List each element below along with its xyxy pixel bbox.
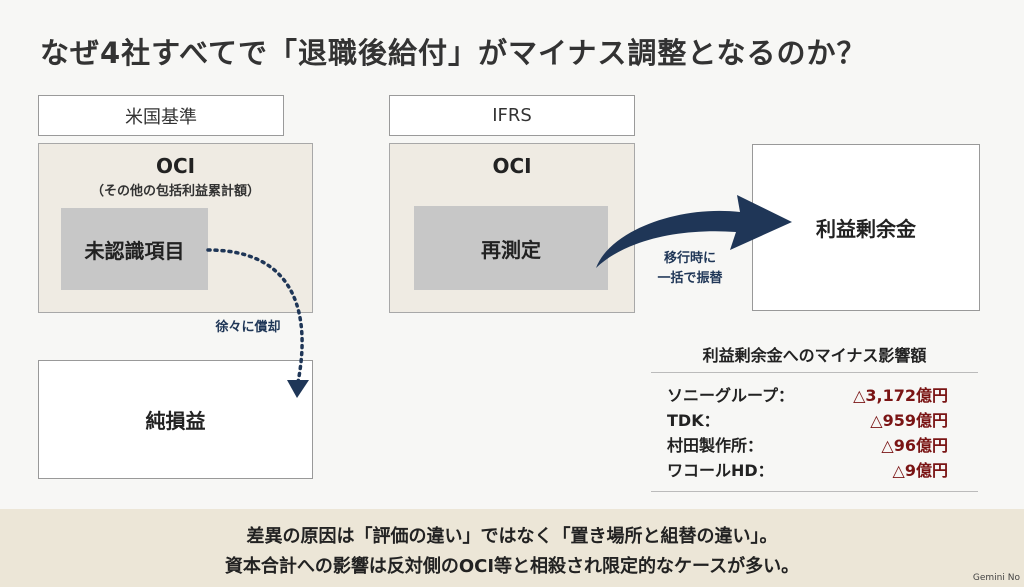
- gradual-amortization-note: 徐々に償却: [215, 320, 281, 335]
- impact-row: ソニーグループ： △3,172億円: [651, 381, 978, 406]
- impact-row: TDK： △959億円: [651, 406, 978, 431]
- unrecognized-items-box: 未認識項目: [61, 208, 208, 290]
- conclusion-line-2: 資本合計への影響は反対側のOCI等と相殺され限定的なケースが多い。: [224, 556, 800, 577]
- us-gaap-header: 米国基準: [38, 95, 284, 136]
- retained-earnings-box: 利益剰余金: [752, 144, 980, 311]
- impact-amount: △3,172億円: [853, 385, 948, 405]
- impact-table-title: 利益剰余金へのマイナス影響額: [651, 340, 978, 373]
- conclusion-line-1: 差異の原因は「評価の違い」ではなく「置き場所と組替の違い」。: [246, 526, 778, 547]
- conclusion-band: 差異の原因は「評価の違い」ではなく「置き場所と組替の違い」。 資本合計への影響は…: [0, 509, 1024, 587]
- us-gaap-oci-subtitle: （その他の包括利益累計額）: [90, 184, 260, 199]
- ifrs-oci-title: OCI: [492, 154, 532, 178]
- impact-amount: △959億円: [870, 410, 948, 430]
- company-name: 村田製作所：: [667, 435, 764, 455]
- ifrs-oci-box: OCI 再測定: [389, 143, 635, 313]
- one-time-transfer-line1: 移行時に: [663, 251, 716, 266]
- gemini-watermark: Gemini No: [972, 573, 1020, 583]
- impact-amount: △96億円: [881, 435, 948, 455]
- company-name: TDK：: [667, 410, 720, 430]
- us-gaap-oci-title: OCI: [155, 154, 196, 178]
- transfer-arrow-icon: [596, 195, 792, 268]
- dotted-arrow-icon: [206, 248, 304, 384]
- ifrs-header: IFRS: [389, 95, 635, 136]
- remeasurement-box: 再測定: [414, 206, 608, 290]
- dotted-arrow-head-icon: [287, 380, 309, 398]
- one-time-transfer-note: 移行時に 一括で振替: [640, 249, 740, 289]
- impact-row: 村田製作所： △96億円: [651, 431, 978, 456]
- page-title: なぜ4社すべてで「退職後給付」がマイナス調整となるのか？: [40, 36, 867, 70]
- company-name: ソニーグループ：: [667, 385, 795, 405]
- one-time-transfer-line2: 一括で振替: [657, 271, 723, 286]
- impact-row: ワコールHD： △9億円: [651, 456, 978, 481]
- impact-table: 利益剰余金へのマイナス影響額 ソニーグループ： △3,172億円 TDK： △9…: [651, 340, 978, 492]
- net-income-box: 純損益: [38, 360, 313, 479]
- us-gaap-oci-box: OCI （その他の包括利益累計額） 未認識項目: [38, 143, 313, 313]
- company-name: ワコールHD：: [667, 460, 774, 480]
- impact-amount: △9億円: [892, 460, 948, 480]
